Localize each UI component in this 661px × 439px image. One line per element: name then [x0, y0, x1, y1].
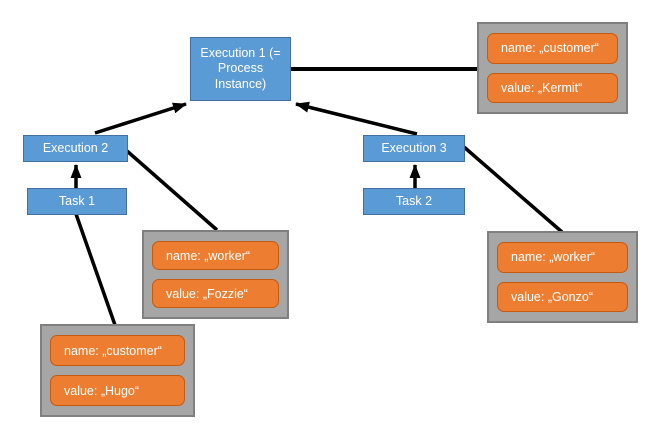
variable-value-label: value: „Fozzie“ [166, 286, 248, 301]
node-task-1: Task 1 [27, 188, 127, 215]
node-task-2-label: Task 2 [395, 193, 433, 208]
variable-name-label: name: „worker“ [511, 250, 596, 265]
node-execution-2-label: Execution 2 [42, 140, 109, 155]
connector-execution2-to-execution1 [94, 102, 187, 135]
variable-group-fozzie: name: „worker“ value: „Fozzie“ [142, 230, 289, 319]
variable-value-box: value: „Kermit“ [487, 72, 618, 103]
connector-task1-to-hugo-variables [74, 213, 117, 326]
variable-value-box: value: „Fozzie“ [152, 279, 279, 308]
node-execution-1: Execution 1 (= Process Instance) [190, 37, 291, 101]
variable-name-label: name: „customer“ [501, 41, 599, 56]
variable-value-label: value: „Kermit“ [501, 80, 583, 95]
variable-value-label: value: „Gonzo“ [511, 289, 593, 304]
variable-group-gonzo: name: „worker“ value: „Gonzo“ [487, 231, 638, 323]
variable-name-box: name: „worker“ [497, 242, 628, 273]
node-task-1-label: Task 1 [58, 193, 96, 208]
variable-group-hugo: name: „customer“ value: „Hugo“ [40, 324, 195, 417]
node-task-2: Task 2 [363, 188, 465, 215]
variable-name-label: name: „worker“ [166, 248, 251, 263]
variable-name-box: name: „worker“ [152, 241, 279, 270]
connector-execution3-to-execution1 [295, 101, 418, 136]
connector-execution3-to-gonzo-variables [462, 145, 564, 234]
node-execution-3-label: Execution 3 [381, 140, 447, 155]
variable-group-kermit: name: „customer“ value: „Kermit“ [477, 22, 628, 114]
node-execution-1-label: Execution 1 (= Process Instance) [200, 46, 281, 91]
variable-value-box: value: „Gonzo“ [497, 281, 628, 312]
variable-name-label: name: „customer“ [64, 343, 162, 358]
node-execution-2: Execution 2 [23, 135, 128, 162]
variable-value-label: value: „Hugo“ [64, 383, 140, 398]
variable-value-box: value: „Hugo“ [50, 375, 185, 406]
node-execution-3: Execution 3 [363, 135, 465, 162]
variable-name-box: name: „customer“ [50, 335, 185, 366]
variable-name-box: name: „customer“ [487, 33, 618, 64]
connector-execution2-to-fozzie-variables [125, 149, 219, 232]
